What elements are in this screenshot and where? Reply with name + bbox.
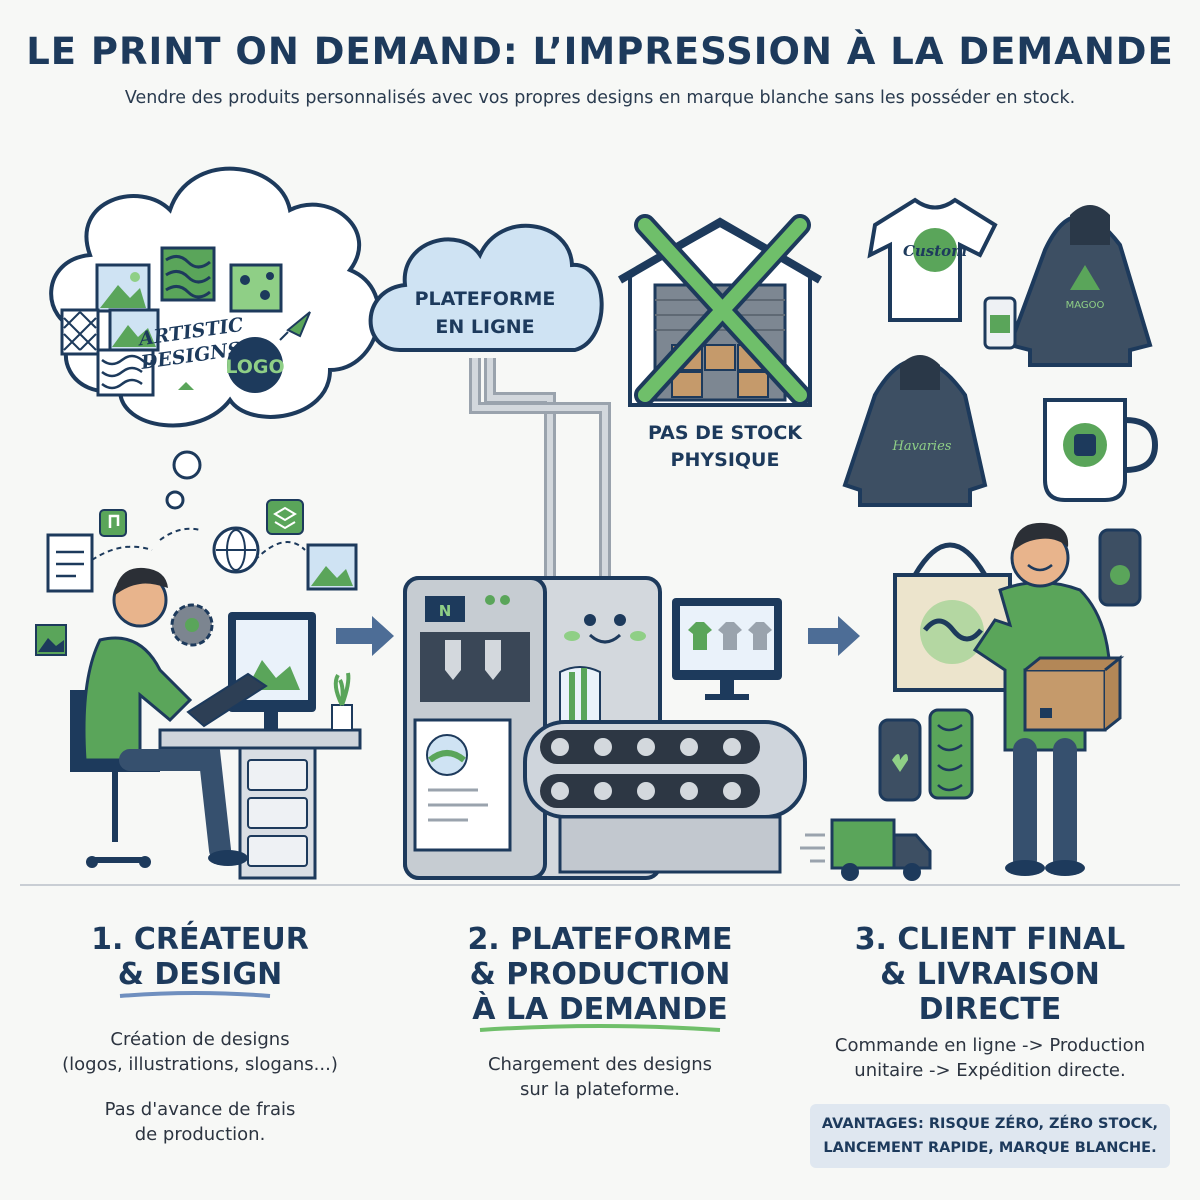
cloud [368, 223, 604, 352]
advantages-line1: AVANTAGES: RISQUE ZÉRO, ZÉRO STOCK, [821, 1116, 1159, 1132]
phone-case [1098, 528, 1142, 607]
pattern-icon [229, 263, 283, 313]
tshirt: Custom [867, 197, 998, 322]
monitor [228, 612, 316, 730]
hoodie: Havaries [842, 355, 988, 507]
gear-icon [170, 603, 214, 647]
step1-desc-line2: (logos, illustrations, slogans...) [62, 1054, 338, 1075]
delivery-truck [800, 818, 932, 881]
step2-desc-line2: sur la plateforme. [519, 1079, 680, 1100]
person [70, 567, 248, 868]
pattern-icon [96, 348, 155, 397]
arrow-right [808, 616, 860, 656]
step1-desc-line1: Création de designs [110, 1029, 290, 1050]
cloud-label-line2: EN LIGNE [435, 316, 535, 338]
page-subtitle: Vendre des produits personnalisés avec v… [124, 88, 1076, 108]
step2-desc-line1: Chargement des designs [487, 1054, 713, 1075]
hoodie2-text: MAGOO [1066, 300, 1105, 311]
mug [1043, 398, 1159, 502]
step3-title-line2: & LIVRAISON [880, 957, 1100, 992]
floating-icons [35, 499, 358, 656]
tumbler [983, 296, 1017, 350]
step3-desc-line1: Commande en ligne -> Production [834, 1035, 1146, 1056]
step3-title: 3. CLIENT FINAL & LIVRAISON DIRECTE [820, 922, 1160, 1027]
pipes [469, 358, 611, 578]
x-mark [634, 214, 811, 406]
layers-icon [266, 499, 304, 535]
package-box [1023, 654, 1125, 732]
svg-text:N: N [439, 602, 452, 620]
step1-title-line1: 1. CRÉATEUR [91, 922, 309, 957]
step2-title-line2: & PRODUCTION [469, 957, 731, 992]
document-icon [46, 533, 94, 593]
step1-desc2-line2: de production. [134, 1124, 266, 1145]
step3-desc-line2: unitaire -> Expédition directe. [854, 1060, 1126, 1081]
step2-title: 2. PLATEFORME & PRODUCTION À LA DEMANDE [430, 922, 770, 1027]
arrow-right [336, 616, 394, 656]
image-icon [95, 263, 151, 313]
tshirt-text: Custom [903, 242, 967, 260]
step2-title-line3: À LA DEMANDE [472, 992, 728, 1027]
rocket-icon [279, 311, 311, 341]
underline-step1 [119, 991, 271, 998]
conveyor-belt [523, 720, 807, 874]
cloud-label: PLATEFORME EN LIGNE [395, 285, 575, 341]
tote-bag [893, 542, 1012, 692]
step3-description: Commande en ligne -> Production unitaire… [805, 1033, 1175, 1083]
phone-case [928, 708, 974, 800]
step1-description-2: Pas d'avance de frais de production. [20, 1097, 380, 1147]
music-icon [99, 509, 127, 537]
step3-title-line3: DIRECTE [918, 992, 1062, 1027]
phone-case [878, 718, 922, 802]
image-icon [35, 624, 67, 656]
desk [158, 728, 362, 880]
globe-icon [212, 526, 260, 574]
underline-step2 [479, 1024, 721, 1032]
cloud-label-line1: PLATEFORME [414, 288, 556, 310]
drawing-tablet [186, 672, 268, 728]
step2-description: Chargement des designs sur la plateforme… [420, 1052, 780, 1102]
advantages-box: AVANTAGES: RISQUE ZÉRO, ZÉRO STOCK, LANC… [810, 1104, 1170, 1168]
step1-description: Création de designs (logos, illustration… [20, 1027, 380, 1077]
step2-title-line1: 2. PLATEFORME [467, 922, 733, 957]
step1-desc2-line1: Pas d'avance de frais [104, 1099, 296, 1120]
plant [331, 672, 353, 731]
warehouse-label: PAS DE STOCK PHYSIQUE [630, 420, 820, 474]
logo-badge: LOGO [225, 337, 285, 393]
step1-title-line2: & DESIGN [117, 957, 283, 992]
warehouse-label-line2: PHYSIQUE [670, 449, 780, 471]
step3-title-line1: 3. CLIENT FINAL [854, 922, 1126, 957]
hoodie: MAGOO [1007, 205, 1153, 367]
advantages-line2: LANCEMENT RAPIDE, MARQUE BLANCHE. [823, 1140, 1157, 1156]
step1-title: 1. CRÉATEUR & DESIGN [60, 922, 340, 992]
shop-monitor [672, 598, 782, 700]
pattern-icon [160, 246, 216, 302]
hoodie-text: Havaries [892, 439, 952, 454]
warehouse-label-line1: PAS DE STOCK [647, 422, 802, 444]
pattern-icon [60, 308, 100, 356]
page-title: LE PRINT ON DEMAND: L’IMPRESSION À LA DE… [26, 30, 1174, 73]
image-icon [306, 543, 358, 591]
logo-text: LOGO [225, 356, 284, 378]
